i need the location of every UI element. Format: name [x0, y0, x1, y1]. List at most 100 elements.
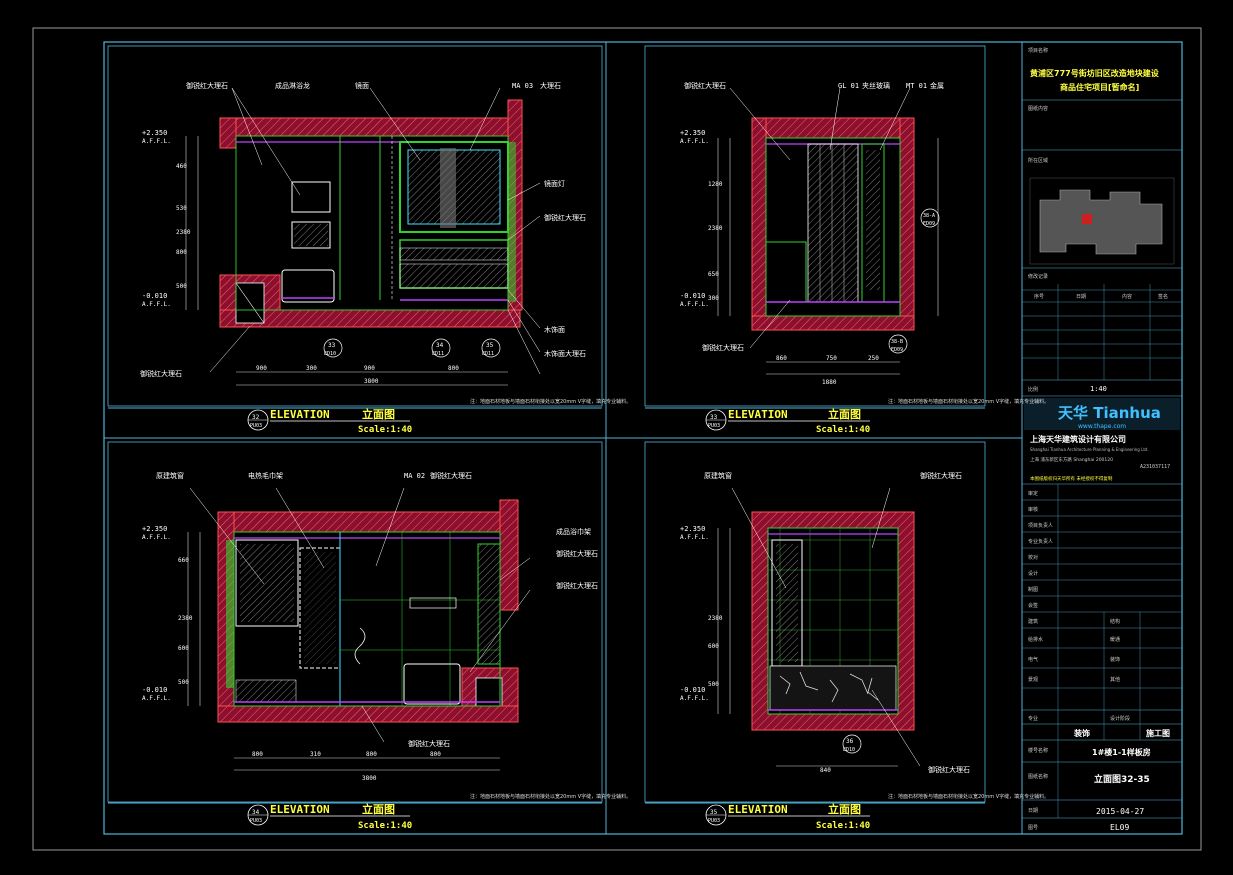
height-unit: A.F.F.L. — [142, 695, 171, 702]
elevation-scale: Scale:1:40 — [358, 425, 412, 435]
tb-discipline-value: 装饰 — [1073, 728, 1090, 738]
height-unit: A.F.F.L. — [680, 301, 709, 308]
company-web: www.thape.com — [1078, 423, 1126, 430]
elevation-number: 34 — [252, 809, 260, 816]
callout-number: 33 — [328, 342, 336, 349]
elevation-34 — [107, 441, 603, 826]
material-label: 镜面 — [355, 81, 369, 90]
material-label: 御锐红大理石 — [544, 213, 586, 222]
elevation-35 — [644, 441, 986, 826]
tb-drawing-content-label: 图纸内容 — [1028, 105, 1048, 112]
dim-horizontal: 900 — [364, 365, 375, 372]
cert-number: A231037117 — [1140, 464, 1170, 470]
dim-vertical: 530 — [176, 205, 187, 212]
tb-rev-col: 签名 — [1158, 293, 1168, 300]
material-label: 御锐红大理石 — [186, 81, 228, 90]
material-label: 成品淋浴龙 — [275, 81, 310, 90]
company-address: 上海 浦东新区东方路 Shanghai 200120 — [1030, 456, 1113, 463]
dim-vertical: 1280 — [708, 181, 723, 188]
tb-sign-row: 装饰 — [1110, 656, 1120, 663]
tb-role: 项目负责人 — [1028, 522, 1053, 529]
sheet-ref: PU03 — [708, 423, 720, 429]
tb-sign-row: 暖通 — [1110, 636, 1120, 643]
height-unit: A.F.F.L. — [142, 301, 171, 308]
company-name-en: Shanghai Tianhua Architecture Planning &… — [1030, 447, 1149, 452]
callout-marker[interactable] — [431, 338, 451, 358]
tb-sign-row: 其他 — [1110, 676, 1120, 683]
elevation-title-en: ELEVATION — [270, 803, 330, 816]
callout-number: 38-A — [923, 213, 935, 219]
material-label: 原建筑窗 — [156, 471, 184, 480]
callout-marker[interactable] — [842, 734, 862, 754]
material-code: MA 02 — [404, 472, 425, 480]
elevation-number: 33 — [710, 414, 718, 421]
elevation-33 — [644, 45, 986, 431]
dim-vertical: 300 — [708, 295, 719, 302]
tb-role: 制图 — [1028, 586, 1038, 593]
callout-marker[interactable] — [481, 338, 501, 358]
tb-stage-label: 设计阶段 — [1110, 715, 1130, 722]
callout-ref: ED11 — [482, 351, 494, 357]
height-unit: A.F.F.L. — [680, 695, 709, 702]
dim-total: 3800 — [362, 775, 377, 782]
floor-slab — [219, 309, 521, 328]
callout-marker[interactable] — [323, 338, 343, 358]
tb-project-label: 项目名称 — [1028, 47, 1048, 54]
material-label: 御锐红大理石 — [928, 765, 970, 774]
tb-role: 设计 — [1028, 570, 1038, 577]
elevation-title-en: ELEVATION — [728, 408, 788, 421]
material-label: 御锐红大理石 — [684, 81, 726, 90]
tb-scale-label: 比例 — [1028, 386, 1038, 393]
dim-horizontal: 840 — [820, 767, 831, 774]
dim-vertical: 2380 — [178, 615, 193, 622]
elevation-32 — [107, 45, 603, 431]
dim-horizontal: 800 — [448, 365, 459, 372]
dim-vertical: 600 — [708, 643, 719, 650]
tb-project-name: 商品住宅项目[暂命名] — [1060, 82, 1139, 92]
tb-rev-col: 日期 — [1076, 294, 1086, 300]
elevation-title-cn: 立面图 — [362, 407, 395, 421]
tb-date-value: 2015-04-27 — [1096, 807, 1144, 816]
tb-role: 校对 — [1028, 554, 1038, 561]
material-label: 大理石 — [540, 81, 561, 90]
dim-vertical: 2380 — [708, 615, 723, 622]
elevation-title-cn: 立面图 — [828, 407, 861, 421]
material-label: 木饰面 — [544, 325, 565, 334]
callout-ref: ED10 — [324, 351, 336, 357]
material-label: 御锐红大理石 — [920, 471, 962, 480]
text-layer: ELEVATION 立面图 Scale:1:40 32 PU03 +2.350 … — [140, 47, 1170, 832]
elevation-scale: Scale:1:40 — [816, 425, 870, 435]
dim-horizontal: 800 — [252, 751, 263, 758]
tb-project-name: 黄浦区777号街坊旧区改造地块建设 — [1030, 68, 1159, 78]
callout-marker[interactable] — [888, 334, 908, 354]
height-top: +2.350 — [680, 525, 705, 533]
tb-building-label: 楼号名称 — [1028, 747, 1048, 754]
callout-marker[interactable] — [920, 208, 940, 228]
material-label: 夹丝玻璃 — [862, 81, 890, 90]
ceiling-slab — [219, 117, 521, 137]
material-code: MA 03 — [512, 82, 533, 90]
dim-vertical: 500 — [176, 283, 187, 290]
tb-date-label: 日期 — [1028, 808, 1038, 814]
tb-drawing-title-label: 图纸名称 — [1028, 773, 1048, 780]
tb-sign-row: 给排水 — [1028, 636, 1043, 643]
height-unit: A.F.F.L. — [142, 138, 171, 145]
outer-border — [32, 27, 1202, 851]
dim-horizontal: 800 — [366, 751, 377, 758]
material-code: MT 01 — [906, 82, 927, 90]
material-label: 金属 — [930, 81, 944, 90]
material-label: 御锐红大理石 — [702, 343, 744, 352]
key-plan — [1029, 177, 1175, 265]
company-name-cn: 上海天华建筑设计有限公司 — [1030, 434, 1126, 444]
material-label: 木饰面大理石 — [544, 349, 586, 358]
callout-ref: ED11 — [432, 351, 444, 357]
tb-role: 审核 — [1028, 506, 1038, 513]
drawing-note: 注：地面石材地板与墙面石材衔接处以宽20mm V字缝，填充专业辅料。 — [470, 793, 631, 800]
tb-role: 专业负责人 — [1028, 538, 1053, 545]
dim-vertical: 500 — [178, 679, 189, 686]
callout-number: 36 — [846, 738, 854, 745]
dim-vertical: 600 — [178, 645, 189, 652]
material-label: 原建筑窗 — [704, 471, 732, 480]
tb-sign-row: 景观 — [1028, 676, 1038, 683]
dim-horizontal: 300 — [306, 365, 317, 372]
